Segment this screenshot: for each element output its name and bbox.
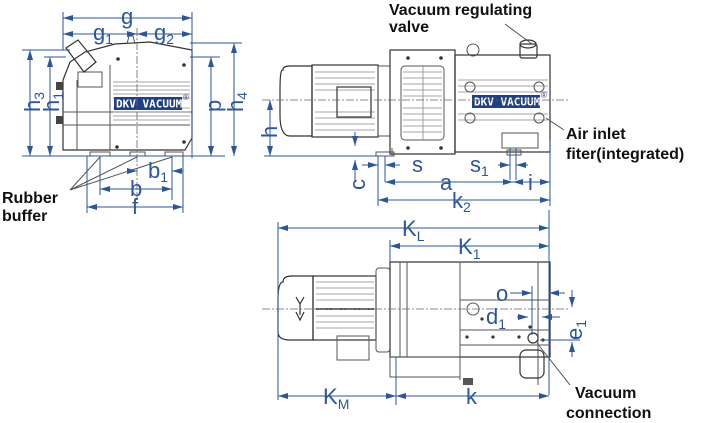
dim-label-p: p [201, 100, 226, 112]
dim-label-h4: h [223, 100, 248, 112]
dim-label-c: c [345, 179, 370, 190]
svg-text:®: ® [541, 91, 547, 100]
dim-label-h1: h [39, 100, 64, 112]
dim-label-k: k [466, 384, 478, 409]
dim-label-d1: d [486, 304, 498, 329]
fan-grille-slots [403, 66, 442, 140]
side-view-brand-badge [472, 95, 540, 108]
svg-text:DKV VACUUM: DKV VACUUM [116, 98, 183, 111]
svg-text:h1: h1 [39, 92, 66, 112]
side-view-port [466, 43, 480, 57]
dim-label-K1: K [458, 234, 473, 259]
rubber-buffer-middle [129, 151, 146, 157]
end-view-knob-top [56, 82, 63, 90]
vacuum-regulating-valve [519, 43, 538, 59]
dim-label-a: a [440, 170, 453, 195]
svg-text:h: h [257, 126, 282, 138]
top-motor-body [312, 275, 377, 341]
svg-text:a: a [440, 170, 453, 195]
vacuum-connection-leader [536, 342, 571, 386]
pump-body [454, 54, 551, 153]
svg-text:b1: b1 [148, 158, 168, 185]
dim-label-f: f [132, 194, 139, 219]
svg-text:c: c [345, 179, 370, 190]
air-inlet-leader-line [545, 117, 565, 131]
side-view-brand-mark: ® [541, 91, 547, 100]
pump-fan-grille [400, 65, 445, 141]
svg-text:h4: h4 [223, 92, 250, 112]
svg-text:DKV VACUUM: DKV VACUUM [474, 96, 541, 109]
dim-label-b: b [130, 176, 142, 201]
svg-text:g: g [121, 4, 133, 29]
motor-fins [315, 71, 375, 131]
side-view-brand-text: DKV VACUUM [474, 96, 541, 109]
top-terminal-box [336, 335, 370, 361]
end-view-brand-mark: ® [183, 93, 189, 102]
top-regulating-valve [519, 349, 545, 379]
air-inlet-filter-box [501, 132, 539, 149]
end-view-brand-badge [114, 97, 182, 110]
end-view-brand-text: DKV VACUUM [116, 98, 183, 111]
top-bolts [465, 317, 545, 342]
end-view-knob-bottom [56, 116, 63, 124]
dim-label-h3: h [20, 100, 45, 112]
svg-text:d1: d1 [486, 304, 506, 332]
dim-label-o: o [496, 281, 508, 306]
end-view-window [77, 71, 103, 88]
top-pump-outline [389, 261, 551, 358]
valve-leader-line [504, 23, 533, 45]
motor-flange [377, 65, 391, 137]
dim-label-b1: b [148, 158, 160, 183]
dim-label-g2: g [154, 20, 166, 45]
top-motor-flange [375, 267, 391, 353]
vacuum-connection-port [527, 332, 539, 344]
svg-text:KM: KM [323, 384, 349, 412]
top-motor-fan-cover [277, 275, 314, 341]
rubber-buffer-right [164, 151, 184, 157]
end-view-inlet-nozzle [65, 39, 97, 73]
rotation-arrow-icon [295, 296, 305, 322]
svg-text:K1: K1 [458, 234, 481, 262]
dim-label-KM: K [323, 384, 338, 409]
end-view-housing [62, 41, 193, 151]
dim-label-k2: k [452, 188, 464, 213]
svg-text:s1: s1 [470, 152, 489, 179]
dim-label-e1: e [562, 328, 587, 340]
dim-label-h: h [257, 126, 282, 138]
svg-text:f: f [132, 194, 139, 219]
dim-label-s: s [412, 152, 423, 177]
svg-text:g2: g2 [154, 20, 174, 47]
rubber-buffer-left [89, 151, 111, 157]
motor-terminal-box [336, 86, 372, 118]
dim-label-KL: K [402, 216, 417, 241]
dim-label-i: i [528, 170, 533, 195]
svg-text:®: ® [183, 93, 189, 102]
svg-text:e1: e1 [562, 320, 589, 340]
end-view: DKV VACUUM ® g g1 g2 h3 h1 p h4 [2, 4, 250, 225]
svg-text:KL: KL [402, 216, 425, 244]
svg-text:o: o [496, 281, 508, 306]
svg-text:k2: k2 [452, 188, 471, 215]
motor-fan-cover [279, 65, 313, 137]
svg-text:b: b [130, 176, 142, 201]
motor-body [311, 64, 379, 138]
dim-label-g1: g [93, 20, 105, 45]
svg-text:k: k [466, 384, 478, 409]
svg-text:h3: h3 [20, 92, 47, 112]
dim-label-s1: s [470, 152, 481, 177]
top-motor-fins [316, 281, 374, 329]
svg-text:p: p [201, 100, 226, 112]
svg-text:g1: g1 [93, 20, 113, 47]
svg-text:i: i [528, 170, 533, 195]
svg-text:s: s [412, 152, 423, 177]
dim-label-g: g [121, 4, 133, 29]
